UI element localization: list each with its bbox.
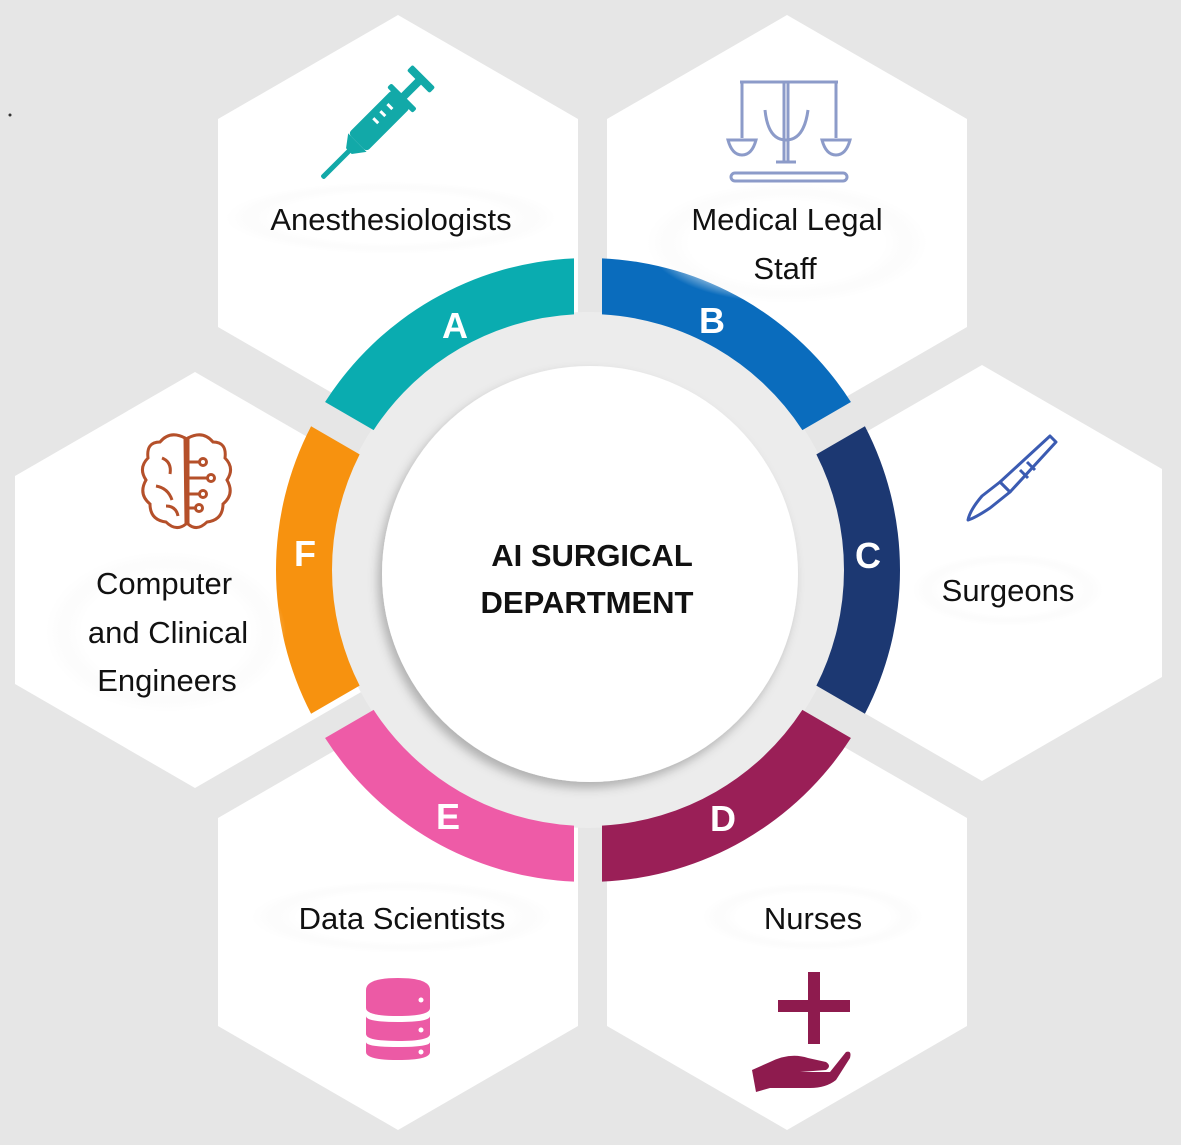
scalpel-icon (966, 434, 1058, 522)
ring-segment-f (276, 426, 360, 714)
nurse-care-icon (752, 972, 851, 1092)
scales-icon (726, 80, 852, 183)
ring-segment-c (816, 426, 900, 714)
segment-letter-a: A (442, 305, 468, 346)
label-engineers-line1: Computer (96, 566, 232, 601)
dot (8, 113, 12, 117)
ring-segment-e (325, 709, 574, 882)
label-anesthesiologists: Anesthesiologists (270, 202, 511, 237)
center-title-line1: AI SURGICAL (491, 538, 693, 573)
database-icon (366, 978, 430, 1060)
label-nurses: Nurses (764, 901, 862, 936)
label-medical-legal-line1: Medical Legal (691, 202, 882, 237)
label-engineers-line2: and Clinical (88, 615, 248, 650)
segment-letter-c: C (855, 535, 881, 576)
center-circle (382, 366, 798, 782)
segment-letter-b: B (699, 300, 725, 341)
center-title-line2: DEPARTMENT (481, 585, 694, 620)
segment-letter-d: D (710, 798, 736, 839)
label-surgeons: Surgeons (942, 573, 1075, 608)
ring-segment-b (602, 258, 851, 431)
ring-segment-a (325, 258, 574, 431)
label-medical-legal-line2: Staff (753, 251, 817, 286)
syringe-icon (321, 65, 435, 179)
segment-letter-e: E (436, 796, 460, 837)
segment-letter-f: F (294, 533, 316, 574)
ring-segment-d (602, 709, 851, 882)
label-backgrounds (46, 182, 1103, 953)
brain-icon (141, 433, 232, 529)
label-engineers-line3: Engineers (97, 663, 237, 698)
label-data-scientists: Data Scientists (299, 901, 506, 936)
